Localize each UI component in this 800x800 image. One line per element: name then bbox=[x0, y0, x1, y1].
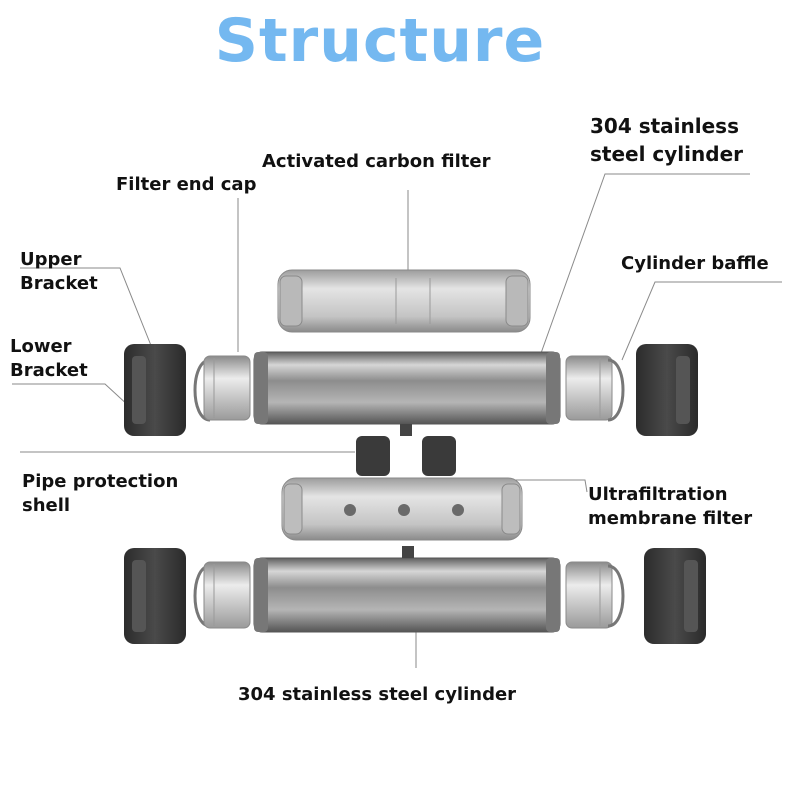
upper-steel-cylinder bbox=[253, 351, 561, 436]
lower-left-end-cap bbox=[203, 561, 251, 629]
upper-right-clip bbox=[607, 358, 625, 422]
label-upper-bracket-line1: Upper bbox=[20, 249, 82, 270]
label-cylinder-baffle: Cylinder baffle bbox=[621, 253, 769, 274]
label-end-cap: Filter end cap bbox=[116, 174, 257, 195]
label-pipe-shell-line2: shell bbox=[22, 495, 71, 516]
diagram-title: Structure bbox=[214, 6, 546, 76]
label-pipe-shell-line1: Pipe protection bbox=[22, 471, 179, 492]
lower-right-bracket bbox=[644, 548, 706, 644]
lower-right-end-cap bbox=[565, 561, 613, 629]
label-lower-bracket: Lower Bracket bbox=[10, 335, 88, 383]
upper-right-end-cap bbox=[565, 355, 613, 421]
pipe-protection-shell-left bbox=[356, 436, 390, 476]
label-cylinder-bottom: 304 stainless steel cylinder bbox=[238, 684, 517, 705]
upper-left-bracket bbox=[124, 344, 186, 436]
label-carbon-filter: Activated carbon filter bbox=[262, 151, 491, 172]
label-pipe-shell: Pipe protection shell bbox=[22, 470, 178, 518]
ultrafiltration-membrane-filter bbox=[281, 477, 523, 541]
label-upper-bracket: Upper Bracket bbox=[20, 248, 98, 296]
label-upper-bracket-line2: Bracket bbox=[20, 273, 98, 294]
label-cylinder-top: 304 stainless steel cylinder bbox=[590, 112, 743, 168]
label-uf-filter-line1: Ultrafiltration bbox=[588, 484, 728, 505]
label-uf-filter-line2: membrane filter bbox=[588, 508, 753, 529]
activated-carbon-filter bbox=[277, 269, 531, 333]
lower-left-bracket bbox=[124, 548, 186, 644]
label-lower-bracket-line2: Bracket bbox=[10, 360, 88, 381]
label-cylinder-top-line2: steel cylinder bbox=[590, 142, 743, 166]
pipe-protection-shell-right bbox=[422, 436, 456, 476]
label-uf-filter: Ultrafiltration membrane filter bbox=[588, 483, 752, 531]
lower-steel-cylinder bbox=[253, 546, 561, 633]
lower-right-clip bbox=[607, 564, 625, 628]
label-lower-bracket-line1: Lower bbox=[10, 336, 72, 357]
label-cylinder-top-line1: 304 stainless bbox=[590, 114, 739, 138]
upper-right-bracket bbox=[636, 344, 698, 436]
upper-left-end-cap bbox=[203, 355, 251, 421]
